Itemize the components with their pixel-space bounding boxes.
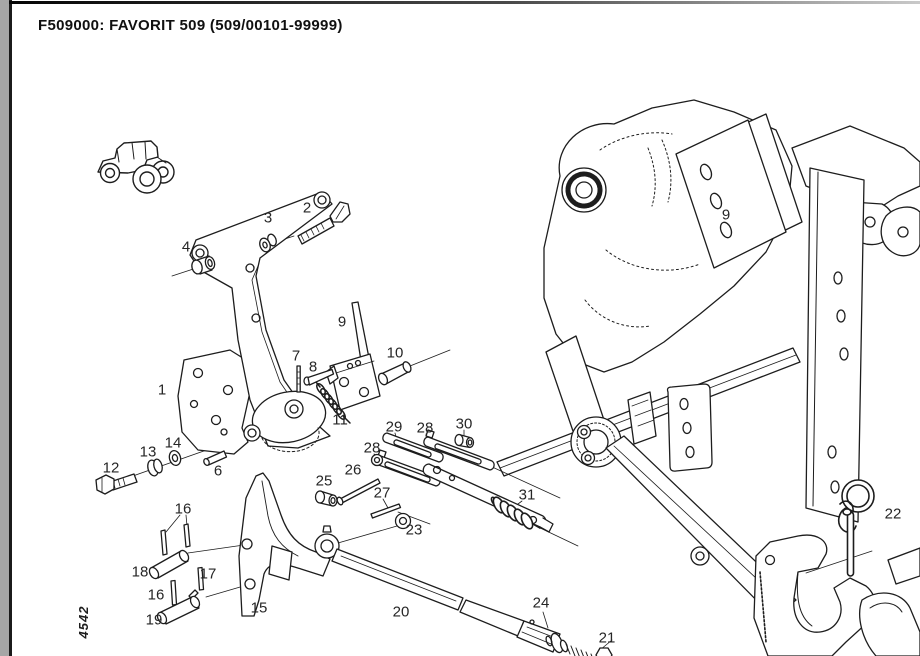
part-label-23: 23 <box>405 521 423 539</box>
part-label-8: 8 <box>308 358 318 376</box>
part-label-12: 12 <box>102 459 120 477</box>
eccentric-pivot <box>545 335 657 468</box>
part-label-15: 15 <box>250 599 268 617</box>
pin-18 <box>148 549 190 580</box>
part-label-1: 1 <box>157 381 167 399</box>
pin-27 <box>370 503 402 519</box>
part-label-31: 31 <box>518 486 536 504</box>
pin-6 <box>203 450 228 466</box>
part-label-2: 2 <box>302 199 312 217</box>
splined-hub <box>561 167 607 213</box>
bushing-30 <box>454 433 475 449</box>
pin-19 <box>156 589 201 625</box>
bracket-15 <box>238 472 331 617</box>
slotted-bar-28-upper <box>423 429 495 471</box>
part-label-19: 19 <box>145 611 163 629</box>
washer-13 <box>147 458 163 477</box>
slotted-bar-29 <box>382 432 444 463</box>
screw-21 <box>559 639 613 656</box>
lower-link-20 <box>314 525 613 656</box>
part-label-4: 4 <box>181 238 191 256</box>
part-label-18: 18 <box>131 563 149 581</box>
washer-23 <box>394 512 412 530</box>
pin-10 <box>377 361 412 386</box>
part-label-20: 20 <box>392 603 410 621</box>
part-label-22: 22 <box>884 505 902 523</box>
spring-31 <box>490 496 541 530</box>
tractor-icon <box>97 140 175 194</box>
part-label-21: 21 <box>598 629 616 647</box>
pins-16-19 <box>148 523 205 625</box>
part-label-11: 11 <box>332 411 348 429</box>
hitch-bracket <box>753 534 920 656</box>
lever-9 <box>325 301 381 411</box>
part-label-17: 17 <box>199 565 217 583</box>
three-hole-plate <box>666 383 713 472</box>
part-label-13: 13 <box>139 443 157 461</box>
part-label-24: 24 <box>532 594 550 612</box>
coupler-24 <box>516 619 564 654</box>
part-label-14: 14 <box>164 434 182 452</box>
part-label-29: 29 <box>385 418 403 436</box>
bushing-25 <box>314 490 338 507</box>
part-label-28: 28 <box>363 439 381 457</box>
bolt-2 <box>297 201 351 245</box>
scan-edge-strip <box>0 0 9 656</box>
nut-14 <box>168 449 182 467</box>
lower-draft-arm <box>605 435 797 619</box>
part-label-7: 7 <box>291 347 301 365</box>
lynch-pin-22 <box>837 479 875 577</box>
adjuster-parts <box>314 429 554 533</box>
part-label-28: 28 <box>416 419 434 437</box>
pin-8 <box>303 368 335 386</box>
part-label-6: 6 <box>213 462 223 480</box>
part-label-10: 10 <box>386 344 404 362</box>
part-label-9: 9 <box>721 206 731 224</box>
bushing-4 <box>191 255 216 275</box>
rod-26 <box>336 478 381 506</box>
hole-plates <box>675 113 803 269</box>
page-title: F509000: FAVORIT 509 (509/00101-99999) <box>38 17 343 34</box>
spring-11 <box>315 381 351 424</box>
page-left-border <box>9 0 12 656</box>
rear-housing-assembly <box>496 99 920 656</box>
part-label-25: 25 <box>315 472 333 490</box>
page-top-border <box>9 1 920 4</box>
part-label-30: 30 <box>455 415 473 433</box>
cam-pivot <box>243 390 327 453</box>
pin-7 <box>296 365 301 393</box>
bolt-12 <box>95 473 138 495</box>
part-label-26: 26 <box>344 461 362 479</box>
slotted-bar-28-lower <box>370 449 441 487</box>
part-label-9: 9 <box>337 313 347 331</box>
side-strip-plate <box>805 167 865 523</box>
part-label-27: 27 <box>373 484 391 502</box>
part-label-16: 16 <box>174 500 192 518</box>
nut-3 <box>259 233 277 253</box>
part-label-3: 3 <box>263 209 273 227</box>
bracket-1 <box>177 191 333 455</box>
part-label-16: 16 <box>147 586 165 604</box>
